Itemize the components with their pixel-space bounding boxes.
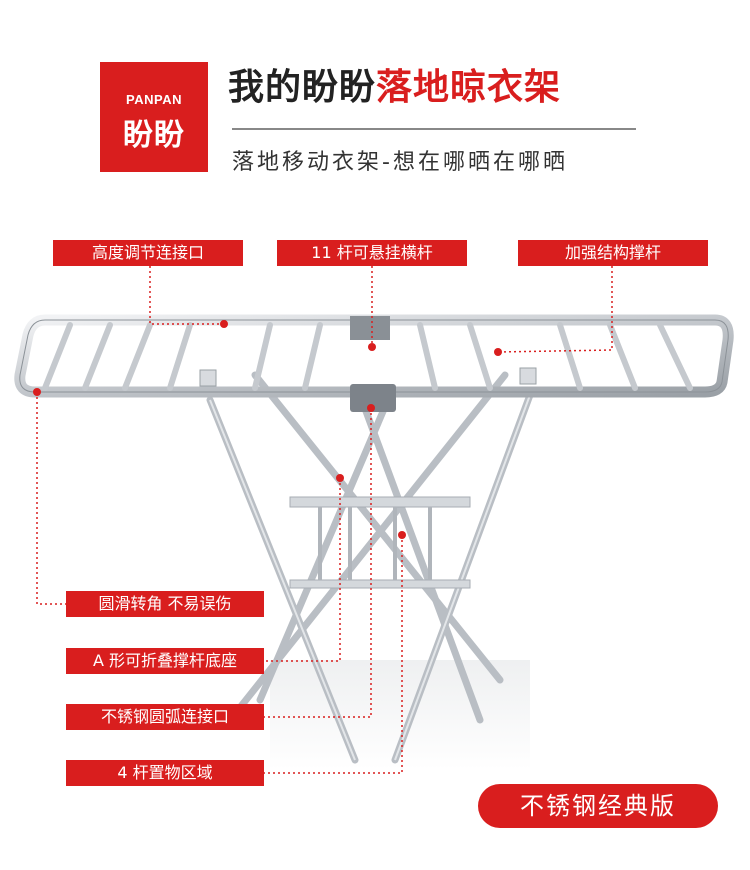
callout-height-connector: 高度调节连接口 — [53, 240, 243, 266]
callout-dots — [33, 320, 502, 539]
brand-name-cn: 盼盼 — [123, 118, 185, 153]
rack-top-frame — [14, 314, 734, 412]
page-title: 我的盼盼落地晾衣架 — [228, 58, 561, 110]
callout-hanging-bars: 11 杆可悬挂横杆 — [277, 240, 467, 266]
brand-logo: PANPAN 盼盼 — [100, 62, 208, 172]
edition-badge: 不锈钢经典版 — [478, 784, 718, 828]
title-brand-part: 我的盼盼 — [228, 67, 377, 108]
brand-name-en: PANPAN — [126, 92, 182, 107]
title-divider — [232, 128, 636, 130]
callout-rounded-corners: 圆滑转角 不易误伤 — [66, 591, 264, 617]
storage-shelf — [289, 496, 471, 589]
rack-legs-highlight — [209, 394, 531, 761]
callout-storage-area: 4 杆置物区域 — [66, 760, 264, 786]
callout-folding-base: A 形可折叠撑杆底座 — [66, 648, 264, 674]
page-subtitle: 落地移动衣架-想在哪晒在哪晒 — [232, 150, 568, 175]
title-product-part: 落地晾衣架 — [376, 67, 562, 108]
callout-connectors — [36, 266, 613, 774]
callout-arc-connector: 不锈钢圆弧连接口 — [66, 704, 264, 730]
callout-reinforced-brace: 加强结构撑杆 — [518, 240, 708, 266]
